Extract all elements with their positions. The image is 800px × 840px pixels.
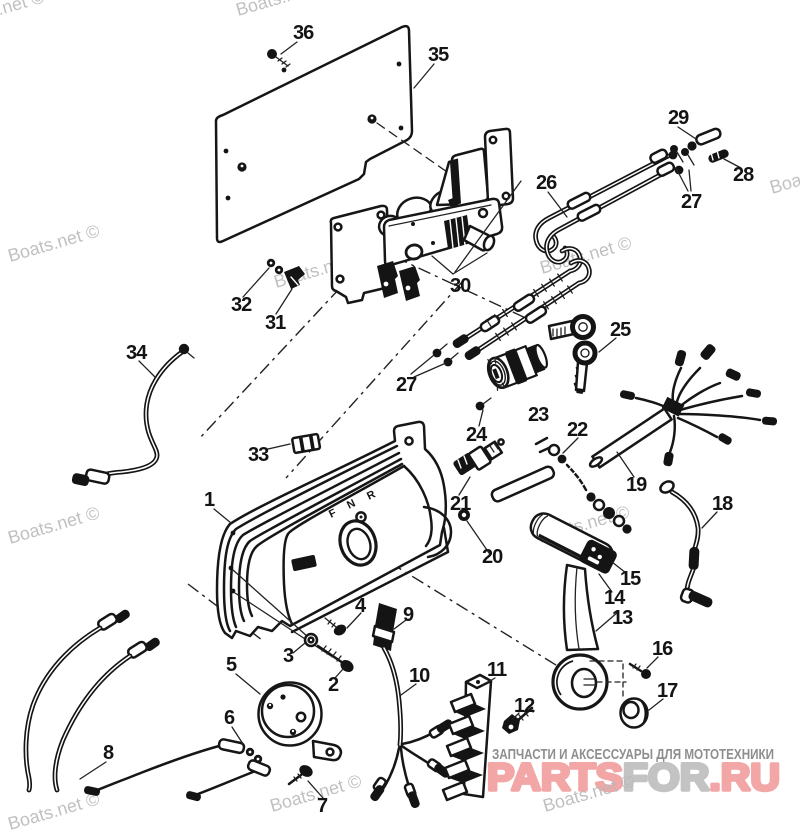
svg-text:21: 21 — [450, 493, 471, 515]
svg-text:2: 2 — [328, 674, 339, 696]
svg-text:36: 36 — [293, 22, 314, 44]
svg-text:25: 25 — [610, 319, 631, 341]
svg-text:18: 18 — [712, 493, 733, 515]
svg-text:29: 29 — [668, 107, 689, 129]
svg-text:9: 9 — [403, 604, 414, 626]
svg-text:F: F — [327, 507, 339, 521]
svg-text:34: 34 — [126, 342, 148, 364]
svg-text:32: 32 — [231, 294, 252, 316]
svg-text:11: 11 — [487, 659, 507, 681]
svg-text:12: 12 — [514, 695, 535, 717]
svg-text:31: 31 — [265, 312, 286, 334]
svg-text:19: 19 — [626, 474, 647, 496]
svg-text:3: 3 — [283, 645, 294, 667]
svg-text:26: 26 — [536, 172, 557, 194]
svg-text:ЗАПЧАСТИ И АКСЕССУАРЫ ДЛЯ МОТО: ЗАПЧАСТИ И АКСЕССУАРЫ ДЛЯ МОТОТЕХНИКИ — [492, 747, 774, 763]
svg-text:10: 10 — [409, 665, 430, 687]
svg-text:16: 16 — [652, 638, 673, 660]
svg-text:1: 1 — [204, 489, 215, 511]
svg-text:28: 28 — [733, 164, 754, 186]
svg-text:4: 4 — [355, 595, 367, 617]
svg-text:27: 27 — [681, 191, 702, 213]
svg-text:13: 13 — [612, 607, 633, 629]
svg-text:6: 6 — [224, 707, 235, 729]
svg-text:27: 27 — [396, 374, 417, 396]
svg-text:8: 8 — [103, 742, 114, 764]
svg-text:35: 35 — [428, 44, 449, 66]
svg-text:20: 20 — [482, 546, 503, 568]
svg-text:5: 5 — [226, 654, 237, 676]
svg-text:7: 7 — [317, 795, 328, 817]
svg-text:24: 24 — [466, 424, 488, 446]
svg-text:14: 14 — [604, 587, 626, 609]
svg-text:30: 30 — [450, 275, 471, 297]
svg-text:22: 22 — [567, 419, 588, 441]
svg-text:23: 23 — [528, 404, 549, 426]
svg-text:17: 17 — [657, 680, 678, 702]
svg-text:33: 33 — [248, 444, 269, 466]
svg-text:15: 15 — [620, 568, 641, 590]
